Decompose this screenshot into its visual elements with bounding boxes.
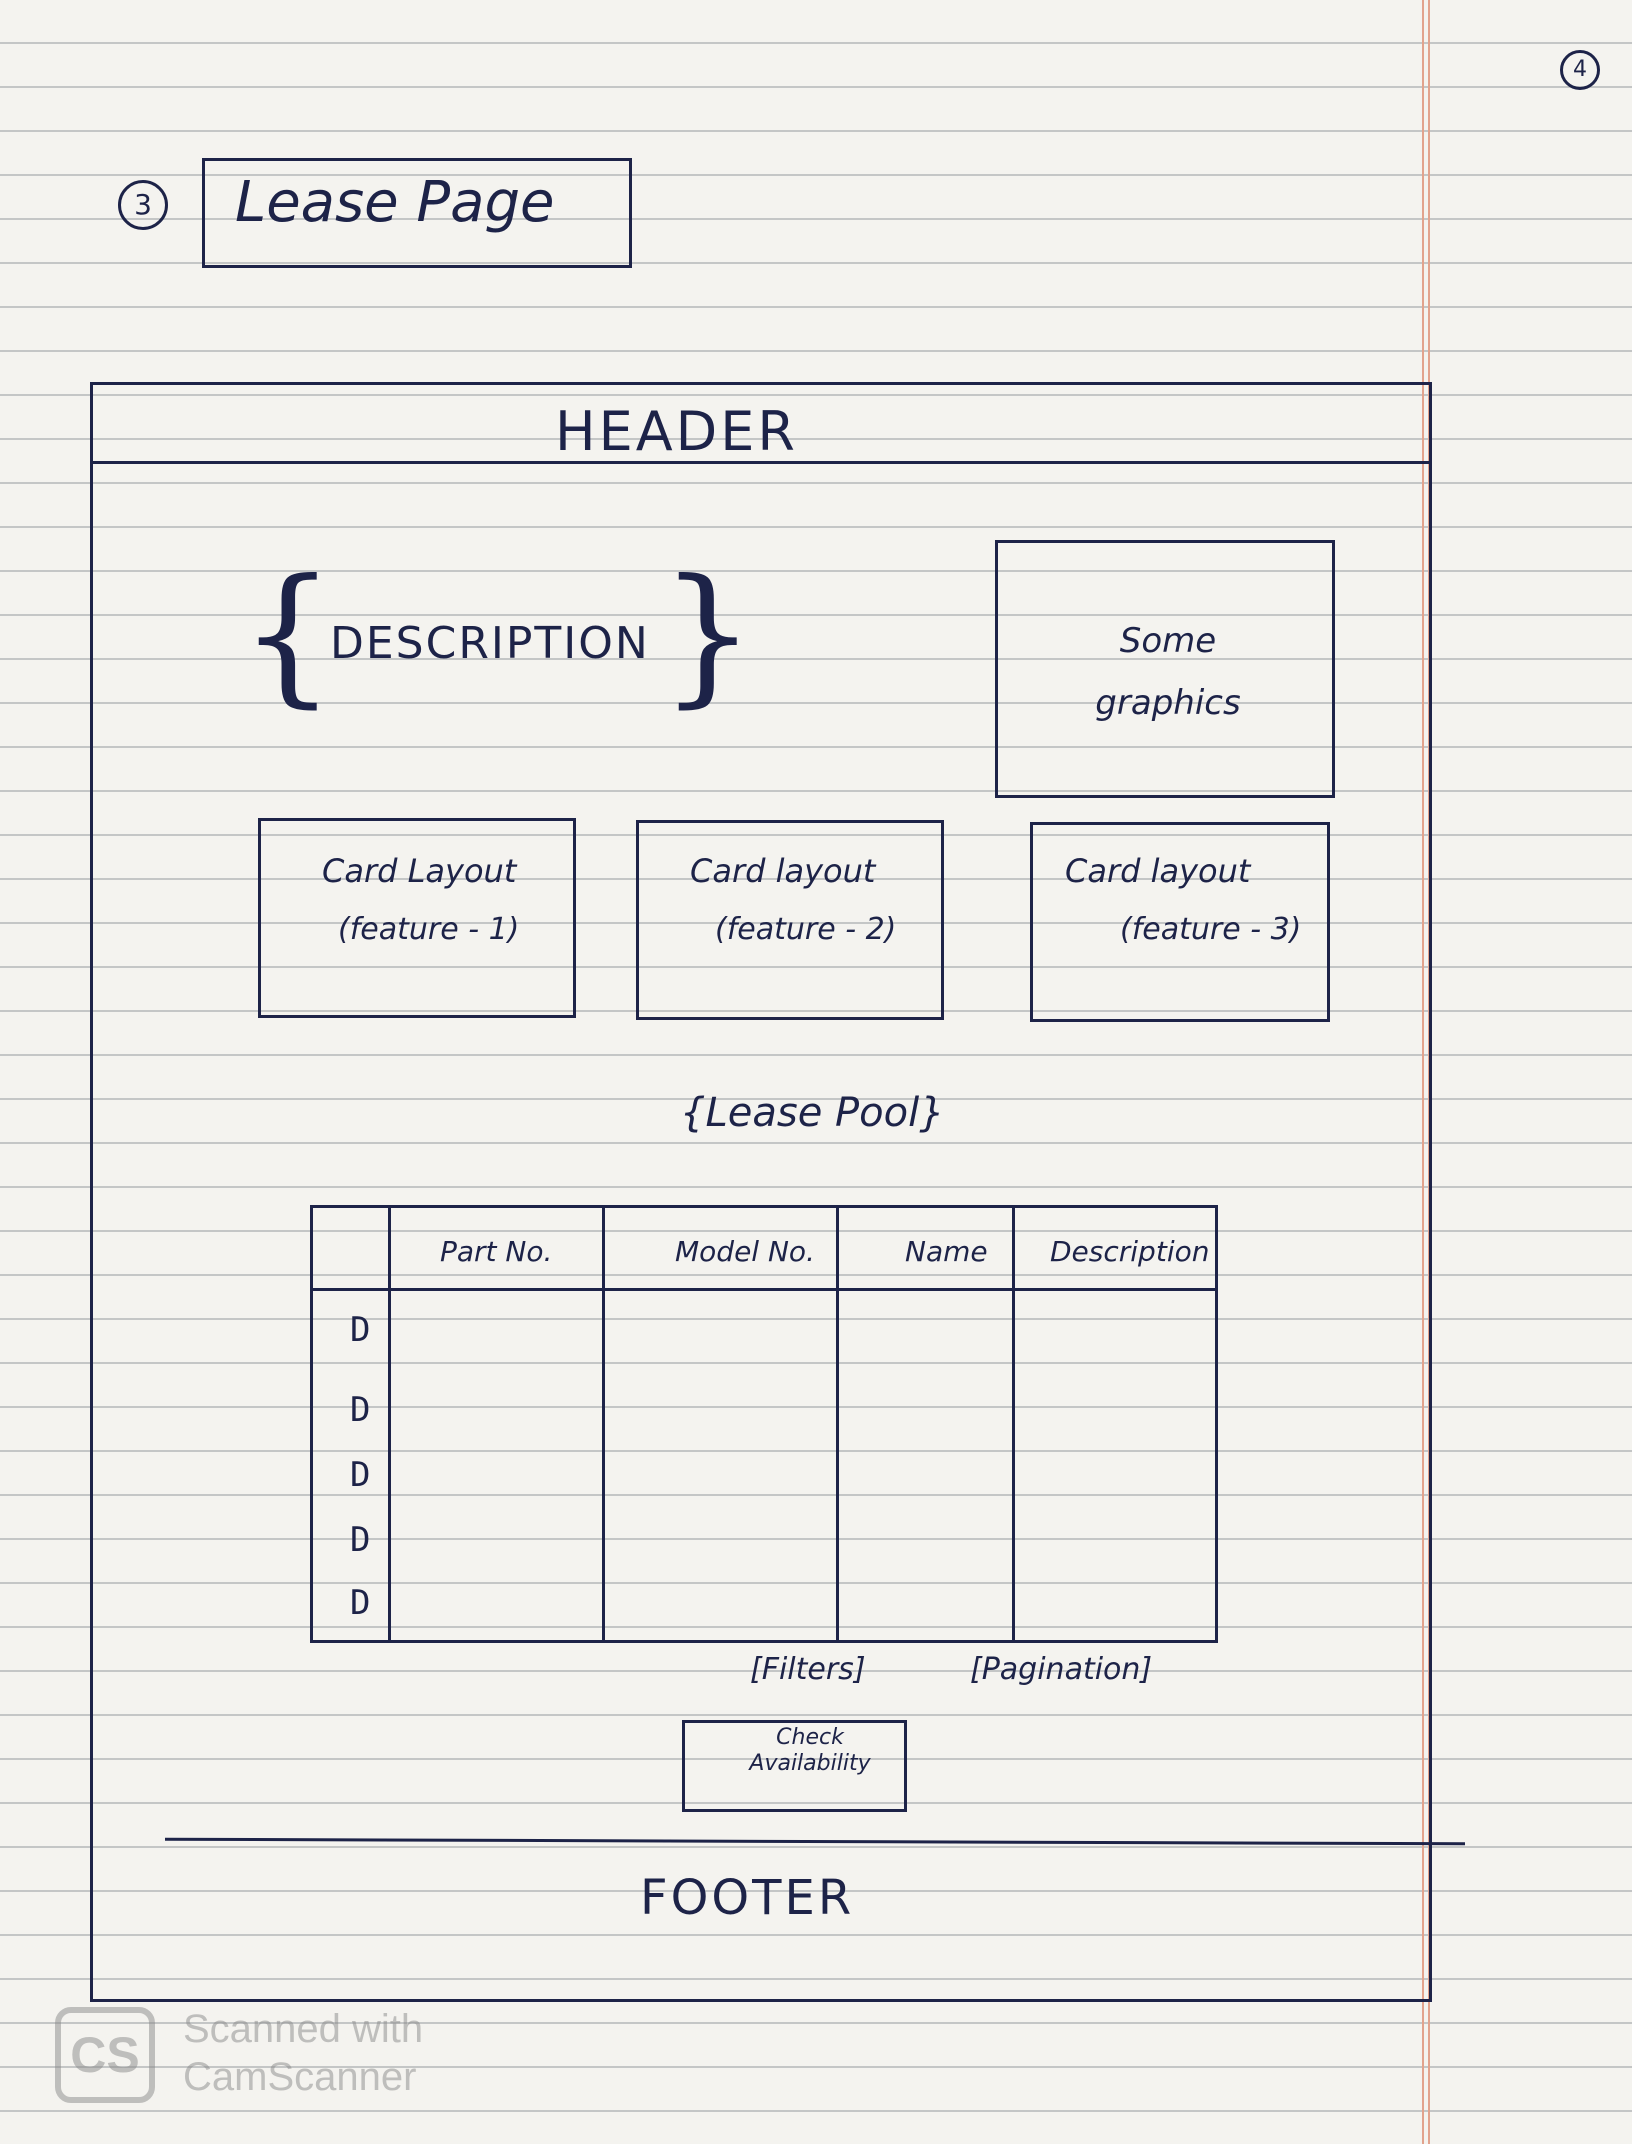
page-number: 4 [1560,50,1600,90]
row-checkbox[interactable]: D [350,1455,371,1495]
row-checkbox[interactable]: D [350,1520,371,1560]
header-bar [90,382,1432,464]
table-column-divider [836,1205,839,1643]
card-subtitle-1: (feature - 1) [338,912,520,947]
feature-card-2 [636,820,944,1020]
lease-pool-table [310,1205,1218,1643]
check-availability-button[interactable] [682,1720,907,1812]
table-column-divider [602,1205,605,1643]
watermark-text: Scanned with CamScanner [183,2005,423,2101]
pagination-control[interactable]: [Pagination] [970,1652,1153,1687]
description-label: DESCRIPTION [330,618,650,669]
table-column-divider [388,1205,391,1643]
watermark-line-2: CamScanner [183,2055,417,2099]
column-header-description: Description [1050,1235,1210,1268]
page-title: Lease Page [235,170,555,235]
card-subtitle-3: (feature - 3) [1120,912,1302,947]
graphics-box [995,540,1335,798]
column-header-part-no: Part No. [440,1235,553,1268]
lease-pool-label: {Lease Pool} [680,1090,945,1136]
feature-card-1 [258,818,576,1018]
column-header-name: Name [905,1235,988,1268]
watermark-line-1: Scanned with [183,2007,424,2051]
card-title-1: Card Layout [322,852,517,890]
card-subtitle-2: (feature - 2) [715,912,897,947]
row-checkbox[interactable]: D [350,1583,371,1623]
footer-label: FOOTER [640,1870,855,1926]
card-title-3: Card layout [1065,852,1251,890]
camscanner-watermark: CS Scanned with CamScanner [55,2005,455,2105]
camscanner-logo: CS [55,2007,155,2103]
title-box [202,158,632,268]
table-header-divider [310,1288,1218,1291]
filters-control[interactable]: [Filters] [750,1652,866,1687]
left-brace: { [240,548,336,722]
section-number: 3 [118,180,168,230]
check-availability-label: Check Availability [749,1725,871,1776]
feature-card-3 [1030,822,1330,1022]
table-column-divider [1012,1205,1015,1643]
right-brace: } [660,548,756,722]
card-title-2: Card layout [690,852,876,890]
wireframe-frame [90,382,1432,2002]
header-label: HEADER [555,400,798,463]
margin-line [1422,0,1424,2144]
row-checkbox[interactable]: D [350,1390,371,1430]
graphics-label: Some graphics [1095,621,1241,723]
row-checkbox[interactable]: D [350,1310,371,1350]
column-header-model-no: Model No. [675,1235,815,1268]
